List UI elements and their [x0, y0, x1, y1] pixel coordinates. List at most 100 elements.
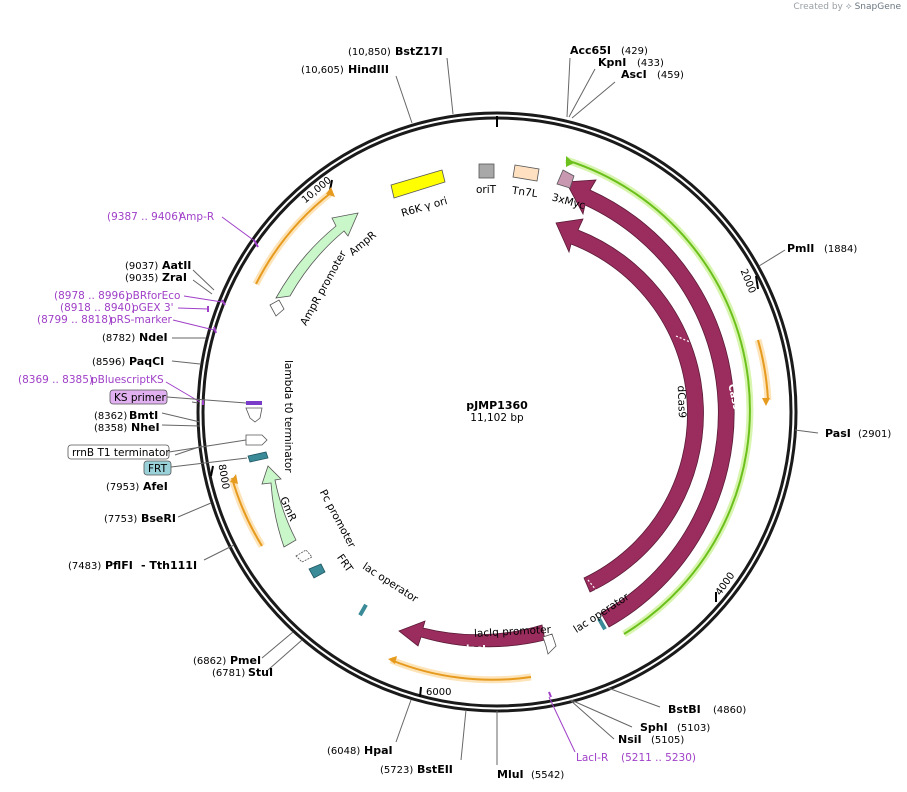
orange-arc-bottom-halo: [389, 656, 532, 684]
leader-line: [191, 401, 199, 404]
site-pos: (4860): [713, 705, 746, 716]
orit-feature[interactable]: [478, 163, 495, 179]
site-name-nsii: NsiI: [618, 733, 642, 746]
frt-box: [143, 460, 172, 476]
primer-name-pgex3: pGEX 3': [132, 302, 174, 314]
primer-name-amp-r: Amp-R: [179, 211, 214, 223]
leader-line: [395, 75, 413, 124]
leader-line: [570, 699, 633, 728]
leader-line: [171, 360, 201, 365]
site-pos: (10,850): [348, 47, 391, 58]
leader-line: [758, 249, 786, 267]
site-name-pmli: PmlI: [787, 242, 814, 255]
laciq-promoter-label: lacIq promoter: [474, 624, 552, 640]
ks-primer-site-feature[interactable]: [246, 401, 262, 405]
leader-line: [166, 396, 247, 404]
tick-marks: [210, 179, 759, 698]
leader-line: [566, 57, 571, 118]
ampr-promoter-feature[interactable]: [269, 299, 285, 317]
site-pos: (6048): [327, 746, 360, 757]
3xmyc-feature[interactable]: [556, 169, 575, 189]
orange-arc-upper-left: [255, 191, 333, 285]
site-name-pmei: PmeI: [230, 654, 261, 667]
site-pos: (5723): [380, 765, 413, 776]
site-name-paqci: PaqCI: [129, 355, 164, 368]
primer-range: (8799 .. 8818): [37, 314, 112, 326]
site-name-pflfi: PflFI: [105, 559, 133, 572]
primer-leader-lines: [165, 216, 257, 403]
lac-operator-right-feature[interactable]: [597, 617, 607, 631]
rrnb-t1-terminator-feature[interactable]: [245, 434, 268, 446]
site-pos: (6862): [193, 656, 226, 667]
pc-promoter-label: Pc promoter: [317, 488, 358, 551]
pc-promoter-feature[interactable]: [295, 549, 313, 563]
primer-mark-pbrforeco: [221, 299, 226, 306]
lambda-t0-terminator-feature[interactable]: [245, 407, 263, 423]
orange-arc-right: [757, 339, 769, 401]
cas9-feature[interactable]: [565, 179, 735, 628]
primer-range: (8978 .. 8996): [54, 290, 129, 302]
leader-line: [460, 709, 467, 761]
site-pos: (8362): [94, 411, 127, 422]
site-name-ndei: NdeI: [139, 331, 168, 344]
orange-arc-left-halo: [228, 477, 265, 548]
leader-line: [395, 699, 412, 743]
frt-lower-label: FRT: [334, 552, 355, 575]
primer-name-pbluescriptks: pBluescriptKS: [91, 374, 164, 386]
site-name-bsteii: BstEII: [417, 763, 453, 776]
primer-mark-laci-r: [548, 691, 552, 698]
site-name-asci: AscI: [621, 68, 647, 81]
orange-arc-bottom: [390, 659, 532, 681]
site-name-bmti: BmtI: [129, 409, 158, 422]
orange-arc-left-arrowhead: [230, 474, 238, 484]
tn7l-feature[interactable]: [512, 164, 540, 182]
frt-upper-feature[interactable]: [247, 451, 269, 463]
site-pos: (429): [621, 46, 648, 57]
dcas9-label: dCas9: [675, 385, 688, 418]
laciq-promoter-feature[interactable]: [542, 633, 557, 655]
primer-range: (9387 .. 9406): [107, 211, 182, 223]
dcas9-feature[interactable]: [555, 218, 704, 593]
leader-line: [571, 81, 616, 119]
leader-line: [794, 429, 819, 434]
site-name-aatii: AatII: [162, 259, 191, 272]
site-pos: (8782): [102, 333, 135, 344]
laci-feature[interactable]: [398, 620, 546, 648]
gmr-feature[interactable]: [261, 465, 297, 548]
credit-prefix: Created by: [793, 2, 843, 12]
site-pos: (7953): [106, 482, 139, 493]
tn7l-label: Tn7L: [510, 185, 538, 201]
ampr-feature[interactable]: [275, 212, 359, 299]
site-name-hpai: HpaI: [364, 744, 393, 757]
ks-primer-label: KS primer: [114, 392, 166, 404]
r6k-ori-feature[interactable]: [390, 169, 446, 199]
site-name-tth111i: - Tth111I: [141, 559, 197, 572]
site-pos: (1884): [824, 244, 857, 255]
leader-line-laci-r: [548, 696, 576, 753]
site-name-kpni: KpnI: [598, 56, 626, 69]
tick-mark: [419, 686, 422, 698]
snapgene-logo-icon: ⟡: [845, 2, 852, 12]
site-pos: (8358): [94, 423, 127, 434]
site-pos: (433): [637, 58, 664, 69]
primer-name-pbrforeco: pBRforEco: [126, 290, 180, 302]
plasmid-name: pJMP1360: [466, 399, 528, 412]
ampr-label: AmpR: [347, 229, 379, 258]
site-name-sphi: SphI: [640, 721, 668, 734]
site-pos: (8596): [92, 357, 125, 368]
site-pos: (5103): [677, 723, 710, 734]
primer-leader-line: [172, 319, 215, 331]
leader-line: [192, 279, 213, 295]
lac-operator-left-feature[interactable]: [358, 603, 368, 617]
leader-line: [569, 699, 615, 740]
leader-line: [168, 439, 247, 453]
frt-lower-feature[interactable]: [308, 563, 326, 579]
site-pos: (6781): [212, 668, 245, 679]
lambda-t0-terminator-label: lambda t0 terminator: [282, 360, 294, 473]
site-pos: (10,605): [301, 65, 344, 76]
cas9-label: Cas9: [725, 383, 741, 412]
leader-line: [192, 269, 215, 291]
primer-leader-line: [177, 307, 209, 310]
lac-operator-left-label: lac operator: [360, 561, 420, 606]
